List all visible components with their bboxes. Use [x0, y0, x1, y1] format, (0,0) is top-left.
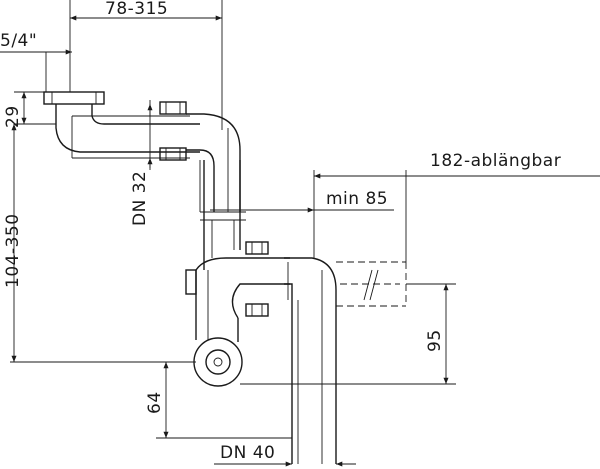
dim-outlet-height [240, 283, 456, 385]
trap-body [185, 257, 290, 342]
label-inlet-height: 29 [3, 105, 23, 128]
label-outlet-diameter: DN 40 [220, 443, 275, 463]
outlet-elbow [284, 257, 337, 464]
label-outlet-height: 95 [425, 329, 445, 352]
label-inlet-diameter: DN 32 [130, 171, 150, 226]
inlet-connector [43, 91, 200, 153]
inlet-pipe [71, 115, 190, 159]
dim-horizontal-offset [69, 0, 223, 130]
label-thread-size: 5/4" [0, 31, 37, 51]
cleanout-cap [193, 337, 243, 387]
label-horizontal-offset: 78-315 [105, 0, 168, 19]
dim-thread-size [0, 49, 72, 92]
outlet-extension [336, 261, 407, 307]
dim-cut-to-length [313, 170, 600, 262]
dim-base-height [156, 361, 292, 439]
inlet-nut [159, 101, 187, 161]
label-min-depth: min 85 [326, 189, 388, 209]
upper-elbow [186, 113, 241, 212]
label-height-range: 104-350 [3, 213, 23, 288]
dim-inlet-height [14, 91, 56, 125]
trap-nut [245, 241, 269, 317]
label-cut-to-length: 182-ablängbar [430, 151, 561, 171]
label-base-height: 64 [145, 391, 165, 414]
vertical-tube [200, 160, 246, 270]
